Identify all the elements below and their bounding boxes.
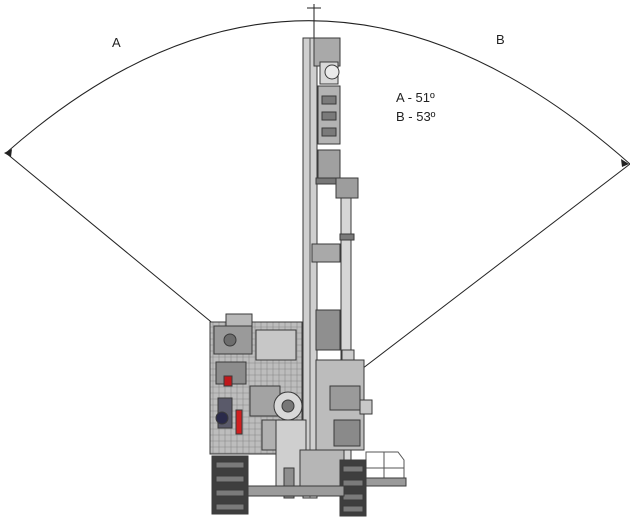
arrowhead-a <box>4 149 12 157</box>
drill-rig-illustration <box>209 37 407 517</box>
arc-label-b: B <box>496 32 505 47</box>
angle-legend: A - 51º B - 53º <box>396 90 436 124</box>
arc-label-a: A <box>112 35 121 50</box>
arrowhead-b <box>621 159 629 167</box>
red-cylinder <box>235 409 243 435</box>
red-valve <box>223 375 233 387</box>
limit-line-b <box>353 163 630 376</box>
legend-item-a: A - 51º <box>396 90 435 105</box>
swing-arc <box>5 20 630 165</box>
legend-item-b: B - 53º <box>396 109 436 124</box>
mast-head <box>313 37 341 67</box>
